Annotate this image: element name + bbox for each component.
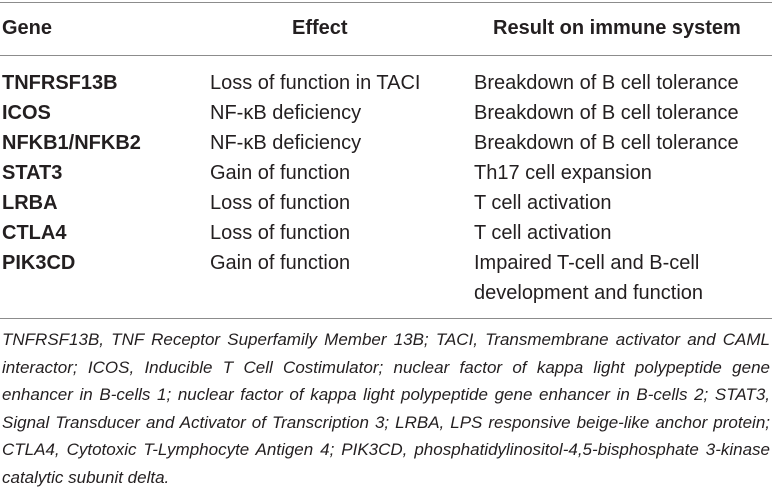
table-row: ICOS NF-κB deficiency Breakdown of B cel… bbox=[0, 98, 772, 128]
cell-gene: NFKB1/NFKB2 bbox=[2, 132, 141, 154]
table-row: TNFRSF13B Loss of function in TACI Break… bbox=[0, 68, 772, 98]
cell-effect: NF-κB deficiency bbox=[210, 102, 362, 124]
table-row: NFKB1/NFKB2 NF-κB deficiency Breakdown o… bbox=[0, 128, 772, 158]
cell-gene: TNFRSF13B bbox=[2, 72, 118, 94]
cell-result: T cell activation bbox=[474, 192, 612, 214]
table-top-rule bbox=[0, 2, 772, 3]
cell-effect: Loss of function bbox=[210, 222, 351, 244]
table-bottom-rule bbox=[0, 318, 772, 319]
header-gene: Gene bbox=[2, 17, 53, 39]
cell-result: Breakdown of B cell tolerance bbox=[474, 102, 739, 124]
cell-gene: PIK3CD bbox=[2, 252, 76, 274]
cell-result: Breakdown of B cell tolerance bbox=[474, 72, 739, 94]
table-row: STAT3 Gain of function Th17 cell expansi… bbox=[0, 158, 772, 188]
cell-gene: ICOS bbox=[2, 102, 51, 124]
table-header-rule bbox=[0, 55, 772, 56]
cell-gene: CTLA4 bbox=[2, 222, 67, 244]
cell-effect: Loss of function in TACI bbox=[210, 72, 421, 94]
cell-effect: Gain of function bbox=[210, 162, 351, 184]
cell-effect: Loss of function bbox=[210, 192, 351, 214]
header-effect: Effect bbox=[292, 17, 348, 39]
cell-result: Th17 cell expansion bbox=[474, 162, 652, 184]
cell-gene: STAT3 bbox=[2, 162, 63, 184]
table-row: PIK3CD Gain of function Impaired T-cell … bbox=[0, 248, 772, 308]
cell-effect: NF-κB deficiency bbox=[210, 132, 362, 154]
table-row: LRBA Loss of function T cell activation bbox=[0, 188, 772, 218]
table-body: TNFRSF13B Loss of function in TACI Break… bbox=[0, 68, 772, 308]
table-row: CTLA4 Loss of function T cell activation bbox=[0, 218, 772, 248]
cell-result: Breakdown of B cell tolerance bbox=[474, 132, 739, 154]
cell-gene: LRBA bbox=[2, 192, 58, 214]
table-footnote: TNFRSF13B, TNF Receptor Superfamily Memb… bbox=[2, 330, 770, 487]
cell-result: T cell activation bbox=[474, 222, 612, 244]
header-result: Result on immune system bbox=[493, 17, 741, 39]
cell-effect: Gain of function bbox=[210, 252, 351, 274]
cell-result: Impaired T-cell and B-cell development a… bbox=[474, 252, 704, 304]
